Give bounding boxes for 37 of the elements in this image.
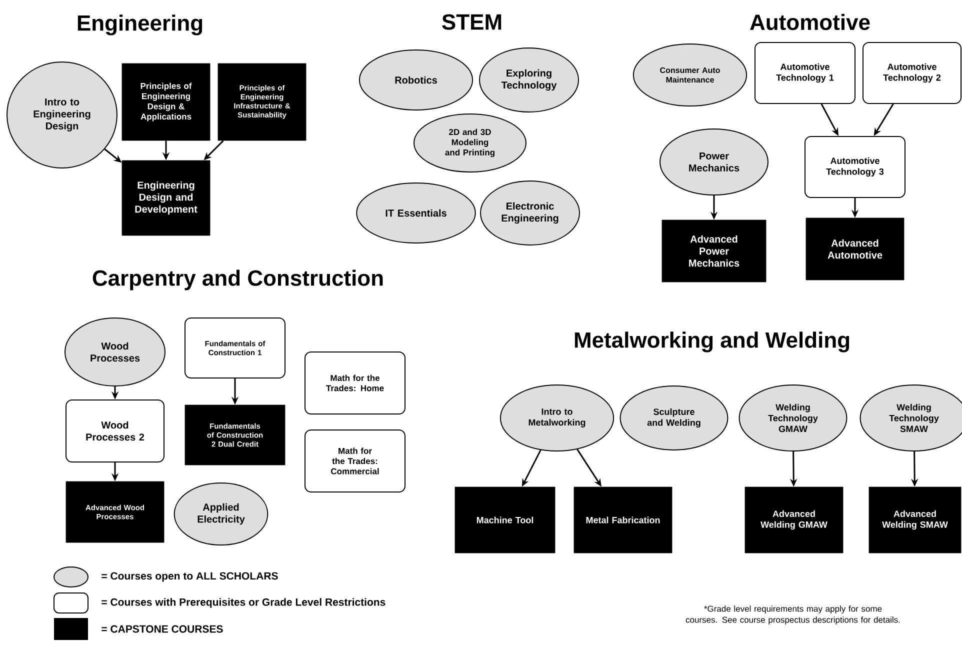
open-course-oval: Power Mechanics <box>660 128 768 196</box>
prerequisite-course-box: Math for the Trades: Home <box>304 351 406 414</box>
open-course-oval: Welding Technology SMAW <box>860 384 962 452</box>
prerequisite-course-box: Automotive Technology 3 <box>804 136 906 198</box>
open-course-oval: Consumer Auto Maintenance <box>632 44 748 106</box>
prerequisite-course-box: Automotive Technology 2 <box>862 42 962 104</box>
section-heading: Engineering <box>78 14 202 36</box>
prerequisite-course-box: Automotive Technology 1 <box>754 42 856 104</box>
capstone-course-box: Principles of Engineering Design & Applications <box>122 63 210 141</box>
open-course-oval: Electronic Engineering <box>480 180 580 246</box>
open-course-oval: Applied Electricity <box>174 482 268 546</box>
capstone-course-box: Machine Tool <box>454 486 556 554</box>
open-course-oval: Robotics <box>358 50 474 110</box>
capstone-course-box: Engineering Design and Development <box>122 160 210 236</box>
legend-text: = CAPSTONE COURSES <box>102 625 223 633</box>
section-heading: Automotive <box>750 14 870 30</box>
section-heading: Carpentry and Construction <box>92 270 383 290</box>
legend-text: = Courses open to ALL SCHOLARS <box>102 572 278 582</box>
section-heading: Metalworking and Welding <box>574 332 850 352</box>
open-course-oval: Welding Technology GMAW <box>738 384 848 452</box>
open-course-oval: Exploring Technology <box>479 48 579 112</box>
open-course-oval: Sculpture and Welding <box>620 386 728 450</box>
footnote: *Grade level requirements may apply for some courses. See course prospectus descriptions for details. <box>686 606 900 624</box>
prerequisite-course-box: Math for the Trades: Commercial <box>304 429 406 492</box>
open-course-oval: Intro to Metalworking <box>500 384 614 452</box>
prerequisite-course-box: Wood Processes 2 <box>66 400 164 462</box>
open-course-oval: Wood Processes <box>64 318 166 386</box>
section-heading: STEM <box>442 14 502 30</box>
legend-text: = Courses with Prerequisites or Grade Level Restrictions <box>102 598 386 608</box>
open-course-oval: 2D and 3D Modeling and Printing <box>414 114 526 172</box>
open-course-oval: Intro to Engineering Design <box>6 62 118 168</box>
open-course-oval: IT Essentials <box>356 182 476 244</box>
capstone-course-box: Advanced Welding GMAW <box>744 486 844 554</box>
capstone-course-box: Metal Fabrication <box>574 486 672 554</box>
capstone-course-box: Advanced Automotive <box>806 218 904 280</box>
capstone-course-box: Advanced Welding SMAW <box>868 486 962 554</box>
capstone-course-box: Advanced Power Mechanics <box>662 220 766 282</box>
